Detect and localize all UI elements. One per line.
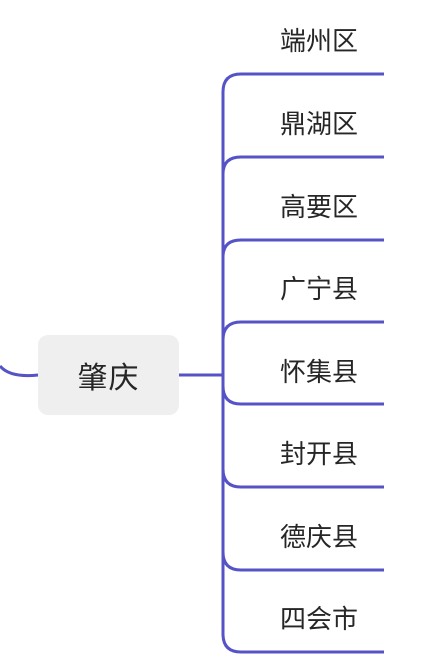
child-node-2[interactable]: 鼎湖区 [280,110,359,140]
child-node-6[interactable]: 封开县 [280,440,359,470]
parent-connector [0,364,39,378]
child-node-4[interactable]: 广宁县 [280,275,359,305]
child-node-8[interactable]: 四会市 [280,605,359,635]
branch-connector-6 [221,375,384,489]
branch-connector-8 [221,375,384,654]
root-node-label: 肇庆 [77,361,140,396]
child-node-7[interactable]: 德庆县 [280,523,359,553]
child-node-3[interactable]: 高要区 [280,193,359,223]
child-node-5[interactable]: 怀集县 [280,358,359,388]
branch-connector-3 [221,238,384,375]
branch-connector-1 [221,72,384,375]
child-node-1[interactable]: 端州区 [280,27,359,57]
root-node[interactable]: 肇庆 [38,335,179,415]
branch-connector-4 [221,320,384,375]
branch-connector-2 [221,155,384,375]
